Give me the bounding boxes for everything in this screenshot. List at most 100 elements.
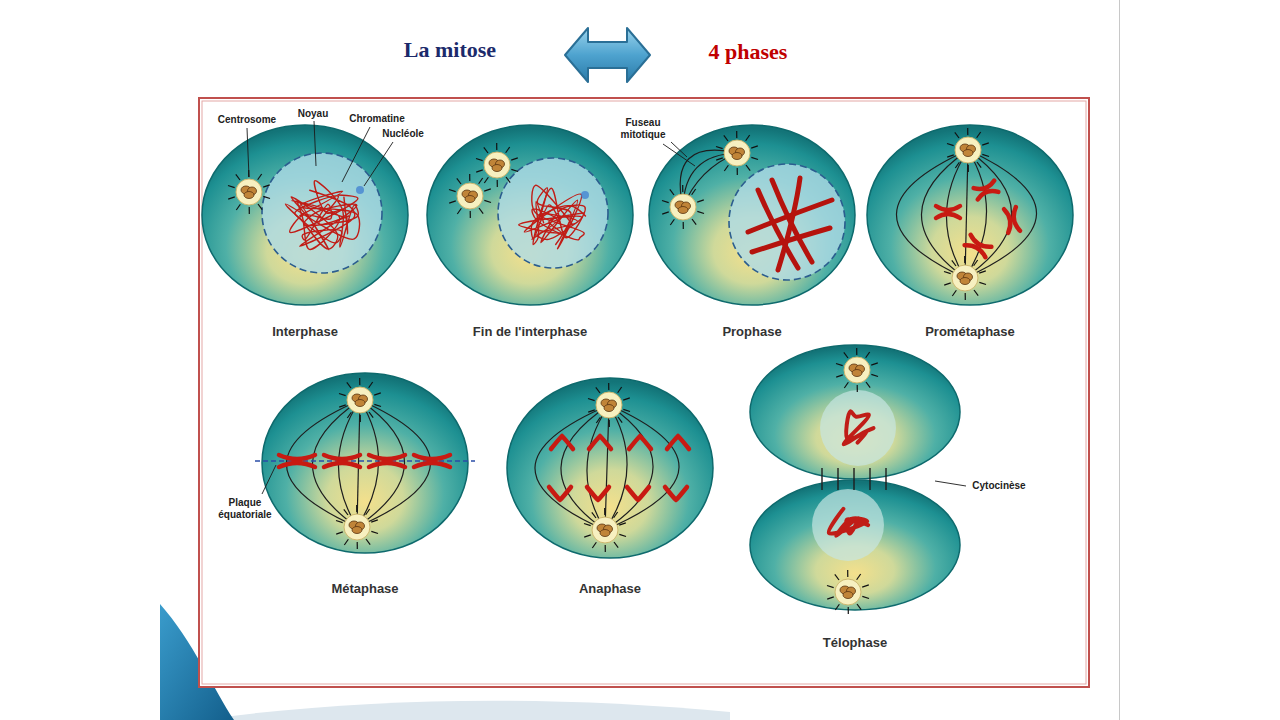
chromosome [965, 235, 992, 257]
chromosome [1004, 207, 1020, 233]
spindle-fiber [605, 405, 679, 530]
cell-node: Prophase [640, 125, 864, 342]
chromosome [324, 455, 360, 467]
chromatid [369, 463, 405, 467]
aster-ray [618, 417, 622, 423]
chromatid [587, 487, 609, 500]
slide-title: La mitose [404, 37, 496, 63]
aster-ray [584, 523, 591, 525]
part-label: Fuseau mitotique [617, 117, 669, 141]
cell-node: Prométaphase [858, 125, 1082, 342]
aster-ray [623, 398, 630, 400]
aster-ray [614, 542, 618, 548]
chromatin [829, 509, 868, 536]
centrosome-body [844, 357, 870, 383]
centriole [355, 400, 365, 407]
aster-ray [588, 410, 595, 412]
aster-ray [965, 293, 966, 300]
chromatid [1004, 209, 1012, 233]
aster-ray [249, 207, 250, 214]
aster-ray [623, 409, 630, 411]
nucleus [262, 153, 382, 273]
cell-body [750, 480, 960, 610]
part-label: Chromatine [349, 113, 405, 125]
cell-body [750, 345, 960, 479]
chromatid [324, 455, 360, 459]
centrosome-body [596, 392, 622, 418]
aster-ray [670, 219, 674, 225]
leader-line [314, 121, 316, 166]
aster-ray [835, 574, 839, 580]
aster-ray [697, 211, 704, 213]
part-label: Nucléole [382, 128, 424, 140]
centriole [492, 165, 502, 172]
aster-ray [476, 158, 483, 160]
centriole [678, 207, 688, 214]
spindle-fiber [561, 405, 609, 530]
aster-ray [952, 260, 956, 266]
midbody-fiber [821, 468, 822, 490]
spindle-fiber [587, 405, 609, 530]
centrosome [476, 143, 518, 187]
chromatid [665, 487, 687, 500]
phase-caption: Télophase [823, 633, 887, 653]
aster-ray [511, 158, 518, 160]
aster-ray [871, 363, 878, 365]
centriole [604, 405, 614, 412]
part-label: Cytocinèse [972, 480, 1025, 492]
aster-ray [263, 185, 270, 187]
phase-caption: Anaphase [579, 579, 641, 599]
aster-ray [692, 189, 696, 195]
aster-ray [967, 128, 968, 135]
phase-caption: Prométaphase [925, 322, 1015, 342]
aster-ray [371, 520, 378, 522]
cell-body [202, 125, 408, 305]
aster-ray [947, 143, 954, 145]
centrosome-body [670, 194, 696, 220]
aster-ray [947, 155, 954, 157]
aster-ray [836, 363, 843, 365]
aster-ray [751, 157, 758, 159]
aster-ray [479, 208, 483, 214]
chromatid [965, 242, 988, 257]
aster-ray [662, 212, 669, 214]
centrosome-body [457, 183, 483, 209]
nucleolus [356, 186, 364, 194]
leader-line [935, 481, 966, 486]
chromatid [414, 455, 450, 459]
centriole [732, 153, 742, 160]
aster-ray [588, 398, 595, 400]
chromatin [519, 188, 585, 245]
aster-ray [724, 135, 728, 141]
centrosome-body [236, 179, 262, 205]
aster-ray [484, 177, 488, 183]
centrosome [944, 256, 986, 300]
centrosome [662, 185, 704, 229]
aster-ray [836, 375, 843, 377]
spindle-fiber [357, 400, 405, 527]
midbody-fiber [885, 468, 886, 490]
slide-edge [1119, 0, 1120, 720]
centrosome [588, 383, 630, 427]
aster-ray [716, 146, 723, 148]
chromatid [414, 463, 450, 467]
aster-ray [618, 387, 622, 393]
centriole [244, 192, 254, 199]
aster-ray [369, 382, 373, 388]
aster-ray [344, 539, 348, 545]
aster-ray [871, 374, 878, 376]
aster-ray [484, 189, 491, 191]
aster-ray [592, 512, 596, 518]
centrosome [836, 348, 878, 392]
aster-ray [369, 412, 373, 418]
chromatid [369, 455, 405, 459]
chromatid [936, 214, 960, 218]
cell-node: Interphase [193, 125, 417, 342]
aster-ray [697, 200, 704, 202]
mitosis-illustration [202, 121, 1073, 614]
aster-ray [476, 170, 483, 172]
aster-ray [609, 420, 610, 427]
aster-ray [344, 509, 348, 515]
chromatid [551, 436, 573, 449]
centriole [465, 196, 475, 203]
